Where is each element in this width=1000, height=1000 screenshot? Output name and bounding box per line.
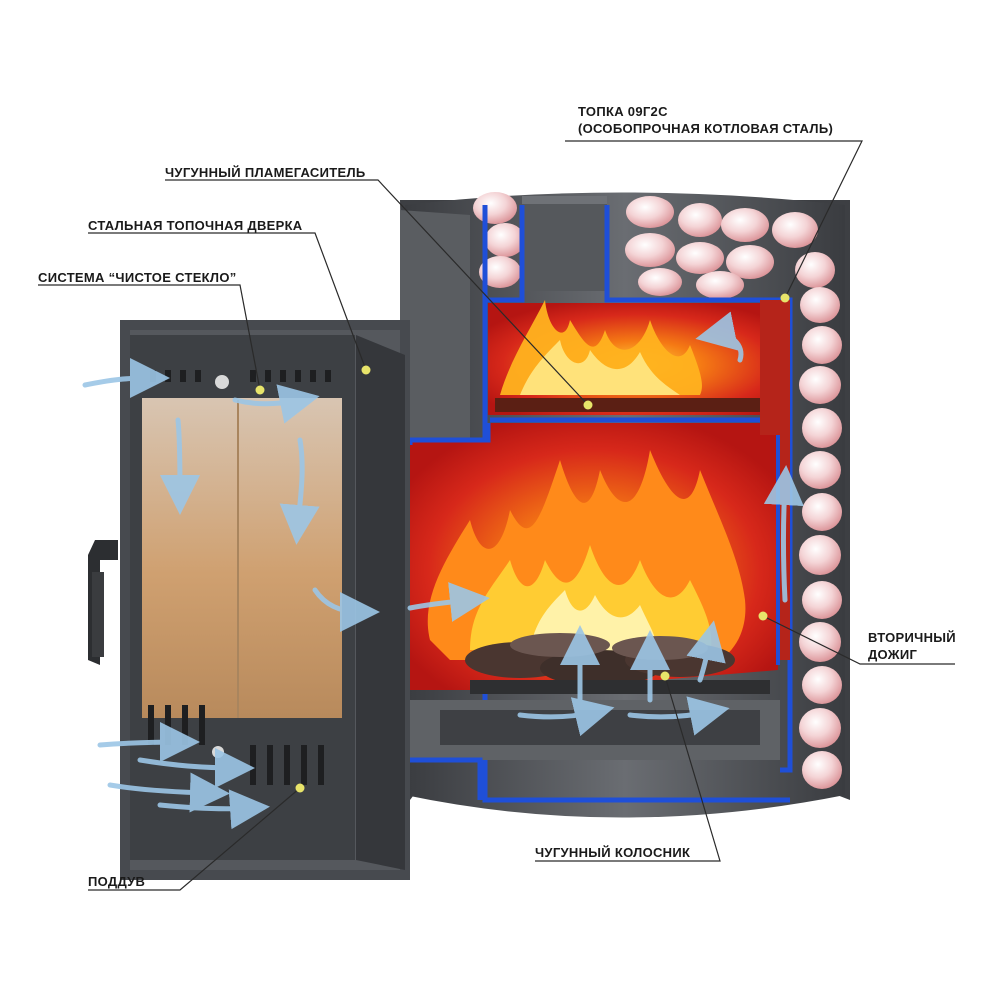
label-steklo: СИСТЕМА “ЧИСТОЕ СТЕКЛО” [38, 270, 237, 285]
label-plamegasitel: ЧУГУННЫЙ ПЛАМЕГАСИТЕЛЬ [165, 165, 366, 180]
label-topka: ТОПКА 09Г2С (ОСОБОПРОЧНАЯ КОТЛОВАЯ СТАЛЬ… [578, 103, 833, 137]
label-topka-line2: (ОСОБОПРОЧНАЯ КОТЛОВАЯ СТАЛЬ) [578, 121, 834, 136]
label-kolosnik: ЧУГУННЫЙ КОЛОСНИК [535, 845, 691, 860]
leader-lines [38, 140, 955, 891]
label-dozhig: ВТОРИЧНЫЙ ДОЖИГ [868, 629, 956, 663]
grate [470, 680, 770, 694]
flame-icon [427, 300, 746, 660]
callout-dot-icon [255, 293, 790, 793]
chimney-pipe [522, 196, 607, 291]
label-dozhig-line1: ВТОРИЧНЫЙ [868, 630, 956, 645]
label-topka-line1: ТОПКА 09Г2С [578, 104, 668, 119]
label-dozhig-line2: ДОЖИГ [868, 647, 918, 662]
stones [473, 192, 842, 789]
label-dverka: СТАЛЬНАЯ ТОПОЧНАЯ ДВЕРКА [88, 218, 303, 233]
flame-damper [495, 398, 785, 412]
side-wall [400, 210, 470, 440]
door-glass [142, 398, 342, 718]
air-flow-arrow-icon [82, 311, 804, 830]
label-podduv: ПОДДУВ [88, 874, 146, 889]
